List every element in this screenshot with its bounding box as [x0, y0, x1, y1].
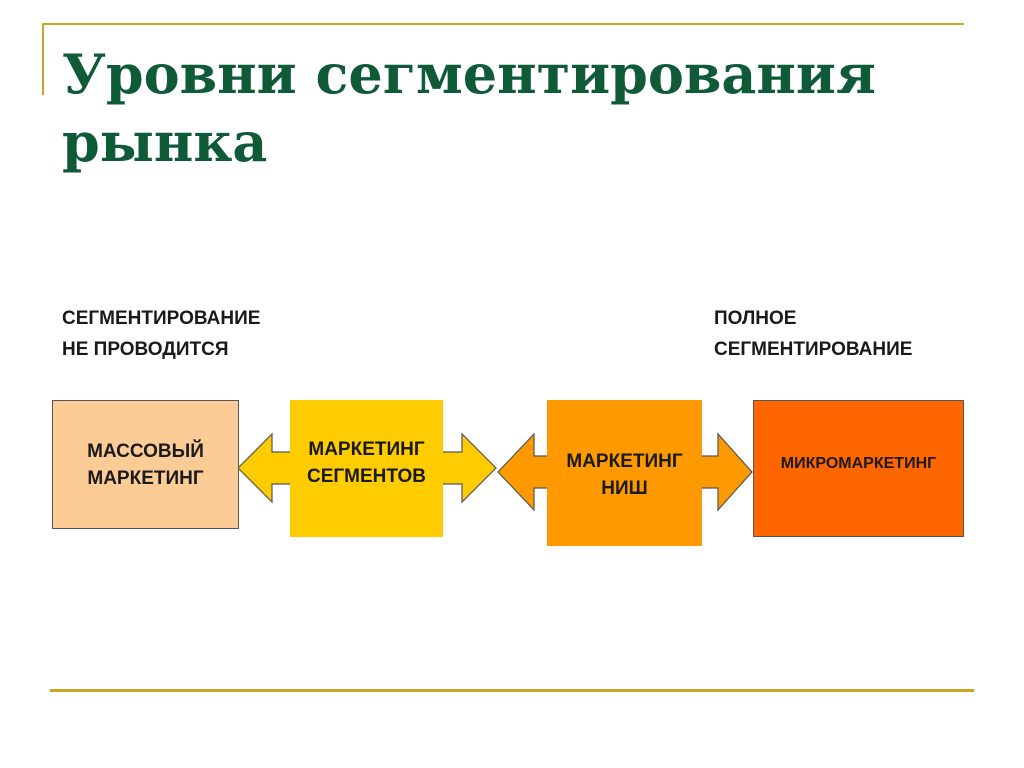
label-no-segmentation: СЕГМЕНТИРОВАНИЕ НЕ ПРОВОДИТСЯ: [62, 303, 260, 365]
stage-niche-marketing-line1: МАРКЕТИНГ: [566, 451, 683, 472]
label-no-segmentation-line2: НЕ ПРОВОДИТСЯ: [62, 339, 229, 360]
stage-micromarketing: МИКРОМАРКЕТИНГ: [753, 400, 964, 537]
stage-micromarketing-label: МИКРОМАРКЕТИНГ: [780, 454, 937, 472]
stage-niche-marketing-line2: НИШ: [601, 478, 648, 499]
left-rule: [42, 23, 44, 95]
label-full-segmentation: ПОЛНОЕ СЕГМЕНТИРОВАНИЕ: [714, 303, 912, 365]
label-full-segmentation-line1: ПОЛНОЕ: [714, 308, 797, 329]
stage-segment-marketing-line2: СЕГМЕНТОВ: [306, 465, 427, 487]
stage-segment-marketing-line1: МАРКЕТИНГ: [308, 438, 425, 460]
stage-mass-marketing-line1: МАССОВЫЙ: [87, 440, 204, 462]
label-no-segmentation-line1: СЕГМЕНТИРОВАНИЕ: [62, 308, 261, 329]
stage-mass-marketing: МАССОВЫЙ МАРКЕТИНГ: [52, 400, 239, 529]
label-full-segmentation-line2: СЕГМЕНТИРОВАНИЕ: [714, 339, 913, 360]
stage-niche-marketing: МАРКЕТИНГ НИШ: [547, 400, 702, 546]
stage-segment-marketing: МАРКЕТИНГ СЕГМЕНТОВ: [290, 400, 443, 537]
page-title: Уровни сегментирования рынка: [62, 42, 876, 174]
bottom-rule: [50, 689, 974, 692]
top-rule: [42, 23, 964, 25]
stage-mass-marketing-line2: МАРКЕТИНГ: [87, 467, 204, 489]
